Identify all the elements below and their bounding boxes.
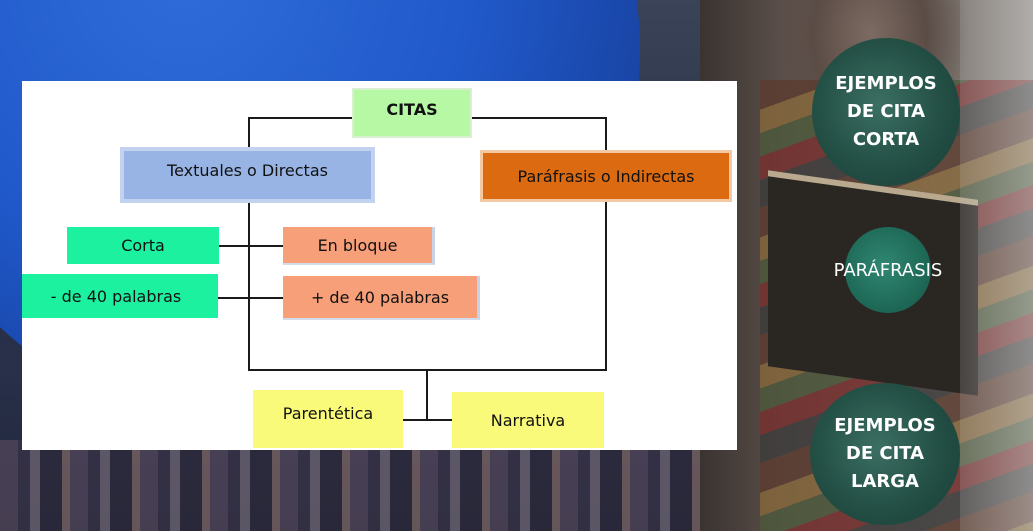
parentetica-box: Parentética [253,390,403,448]
corta-box: Corta [67,227,219,264]
button-label-line: EJEMPLOS [834,415,936,436]
connector-line [605,202,607,371]
connector-line [248,117,250,148]
connector-line [403,419,452,421]
ejemplos-cita-larga-button[interactable]: EJEMPLOS DE CITA LARGA [810,383,960,525]
button-label-line: LARGA [851,471,919,492]
menos-40-box: - de 40 palabras [22,274,218,318]
parafrasis-box: Paráfrasis o Indirectas [480,150,732,202]
background-light [960,0,1033,531]
narrativa-box: Narrativa [452,392,604,448]
mas-40-box: + de 40 palabras [283,276,480,320]
en-bloque-box: En bloque [283,227,435,265]
button-label-line: EJEMPLOS [835,73,937,94]
connector-line [472,117,607,119]
connector-line [218,297,283,299]
ejemplos-cita-corta-button[interactable]: EJEMPLOS DE CITA CORTA [812,38,960,186]
connector-line [605,117,607,151]
citas-box: CITAS [352,88,472,138]
button-label: PARÁFRASIS [833,259,943,281]
background-books [0,440,740,531]
diagram-panel [22,81,737,450]
connector-line [219,245,283,247]
button-label-line: CORTA [852,129,920,150]
connector-line [426,369,428,421]
button-label-line: DE CITA [845,443,925,464]
connector-line [248,203,250,371]
connector-line [248,117,352,119]
button-label-line: DE CITA [846,101,926,122]
parafrasis-button[interactable]: PARÁFRASIS [834,227,942,313]
textuales-box: Textuales o Directas [120,147,375,203]
